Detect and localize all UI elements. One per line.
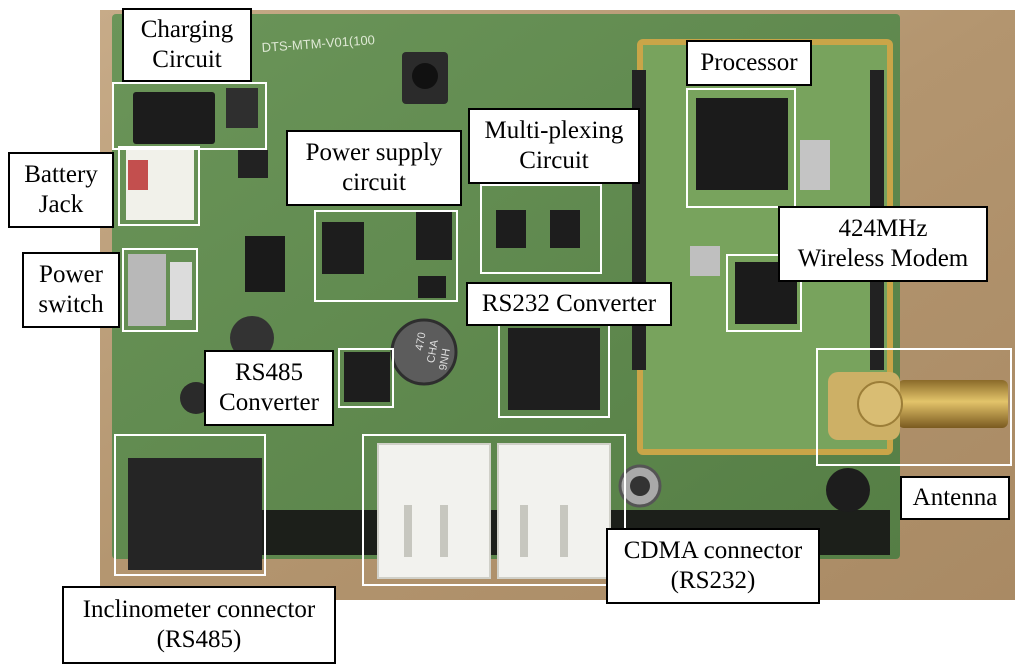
antenna-body: [898, 380, 1008, 428]
power-switch: [128, 254, 166, 326]
label-battery-jack-line2: Jack: [38, 191, 84, 218]
label-rs232-converter: RS232 Converter: [466, 282, 672, 326]
label-power-switch-line1: Power: [39, 261, 103, 288]
highlight-antenna: [816, 348, 1012, 466]
label-rs232-line1: RS232 Converter: [481, 290, 657, 317]
charging-ic: [133, 92, 215, 144]
label-antenna: Antenna: [900, 476, 1010, 520]
inclinometer-connector: [128, 458, 262, 570]
label-rs485-line1: RS485: [234, 359, 304, 386]
cdma-connector-right: [497, 443, 611, 579]
highlight-inclinometer: [114, 434, 266, 576]
mount-screw: [826, 468, 870, 512]
label-wireless-modem: 424MHz Wireless Modem: [778, 206, 988, 282]
capacitor-marking-1: 470: [414, 331, 429, 351]
label-battery-jack-line1: Battery: [24, 161, 98, 188]
label-power-switch-line2: switch: [38, 291, 104, 318]
label-charging-circuit-line2: Circuit: [152, 46, 222, 73]
highlight-rs232: [498, 318, 610, 418]
cdma-connector-left: [377, 443, 491, 579]
label-multiplexing-line1: Multi-plexing: [484, 117, 624, 144]
rs485-chip: [344, 352, 390, 402]
highlight-cdma: [362, 434, 626, 586]
label-rs485-line2: Converter: [219, 389, 319, 416]
highlight-multiplexing: [480, 184, 602, 274]
label-inclinometer-connector: Inclinometer connector (RS485): [62, 586, 336, 664]
label-charging-circuit-line1: Charging: [140, 16, 234, 43]
highlight-rs485: [338, 348, 394, 408]
label-inclinometer-line1: Inclinometer connector: [82, 596, 316, 623]
label-power-supply-circuit: Power supply circuit: [286, 130, 462, 206]
label-rs485-converter: RS485 Converter: [204, 350, 334, 426]
label-inclinometer-line2: (RS485): [156, 626, 242, 653]
label-battery-jack: Battery Jack: [8, 152, 114, 228]
label-cdma-line2: (RS232): [670, 567, 756, 594]
label-processor: Processor: [686, 40, 812, 86]
highlight-charging: [112, 82, 267, 150]
label-multiplexing-circuit: Multi-plexing Circuit: [468, 108, 640, 184]
label-power-supply-line1: Power supply: [305, 139, 443, 166]
label-power-switch: Power switch: [22, 252, 120, 328]
label-wireless-modem-line2: Wireless Modem: [797, 245, 969, 272]
highlight-processor: [686, 88, 796, 208]
highlight-battery-jack: [118, 146, 200, 226]
processor-chip: [696, 98, 788, 190]
label-wireless-modem-line1: 424MHz: [838, 215, 928, 242]
label-processor-line1: Processor: [700, 49, 798, 76]
label-power-supply-line2: circuit: [342, 169, 406, 196]
highlight-modem: [726, 254, 802, 332]
capacitor-marking-3: 9NH: [437, 348, 453, 372]
label-multiplexing-line2: Circuit: [519, 147, 589, 174]
label-cdma-line1: CDMA connector: [623, 537, 803, 564]
highlight-power-supply: [314, 210, 458, 302]
highlight-power-switch: [122, 248, 198, 332]
label-cdma-connector: CDMA connector (RS232): [606, 528, 820, 604]
capacitor-marking-2: CHA: [425, 338, 441, 364]
label-charging-circuit: Charging Circuit: [122, 8, 252, 82]
rs232-chip: [508, 328, 600, 410]
label-antenna-line1: Antenna: [912, 484, 998, 511]
